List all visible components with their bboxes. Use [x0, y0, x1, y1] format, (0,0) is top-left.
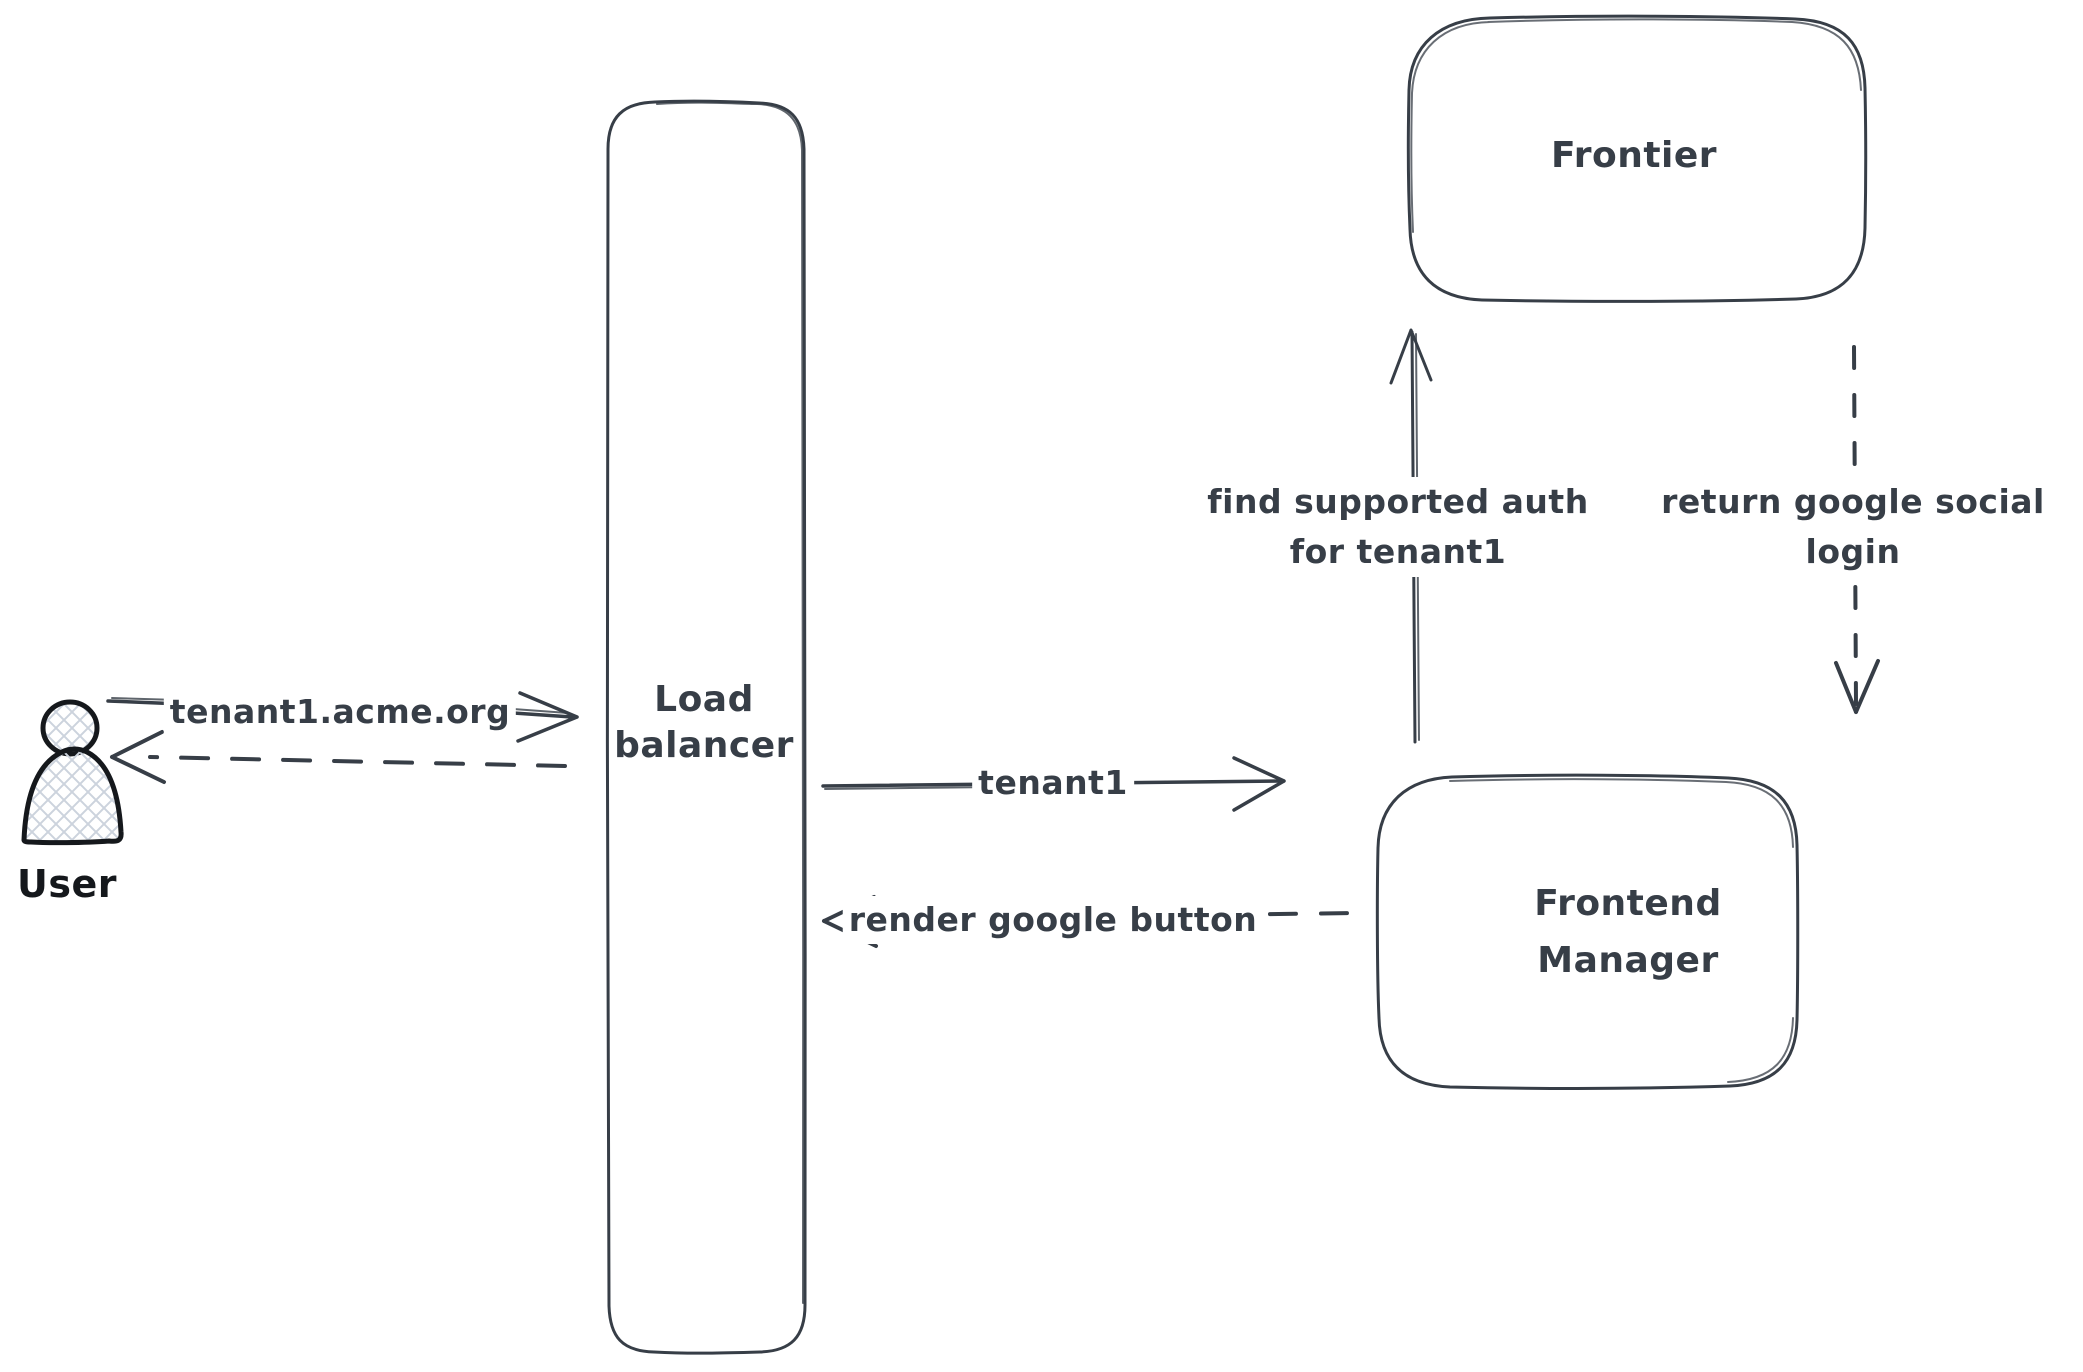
- edge-label-find-supported-auth-line2: for tenant1: [1289, 532, 1507, 571]
- frontend-manager-label-line1: Frontend: [1534, 883, 1722, 924]
- arrow-frontier-to-fm: [1834, 345, 1880, 714]
- edge-label-return-google-social-line1: return google social: [1661, 482, 2045, 521]
- user-node-label: User: [17, 862, 117, 906]
- person-icon: [21, 699, 124, 846]
- frontend-manager-label-line2: Manager: [1537, 940, 1719, 981]
- load-balancer-label-line1: Load: [654, 679, 754, 720]
- arrowhead-left: [110, 730, 166, 784]
- edge-label-tenant1-acme-org: tenant1.acme.org: [163, 688, 517, 736]
- edge-label-tenant1: tenant1: [972, 759, 1134, 807]
- arrowhead-right: [516, 691, 579, 743]
- frontier-box: [1406, 14, 1868, 303]
- load-balancer-box: [605, 99, 807, 1355]
- frontier-label: Frontier: [1550, 135, 1718, 176]
- arrowhead-down: [1834, 659, 1880, 714]
- edge-label-find-supported-auth: find supported auth for tenant1: [1201, 477, 1595, 577]
- edge-label-find-supported-auth-line1: find supported auth: [1207, 482, 1589, 521]
- frontend-manager-box: [1375, 773, 1800, 1090]
- edge-label-render-google-button: render google button: [842, 896, 1264, 944]
- load-balancer-label: Load balancer: [614, 677, 794, 769]
- arrowhead-right: [1232, 756, 1286, 812]
- arrow-lb-to-user: [110, 730, 567, 784]
- edge-label-return-google-social-line2: login: [1805, 532, 1901, 571]
- arrowhead-up: [1389, 328, 1433, 385]
- edge-label-return-google-social: return google social login: [1655, 477, 2051, 577]
- load-balancer-label-line2: balancer: [614, 725, 794, 766]
- frontend-manager-label: Frontend Manager: [1534, 875, 1721, 989]
